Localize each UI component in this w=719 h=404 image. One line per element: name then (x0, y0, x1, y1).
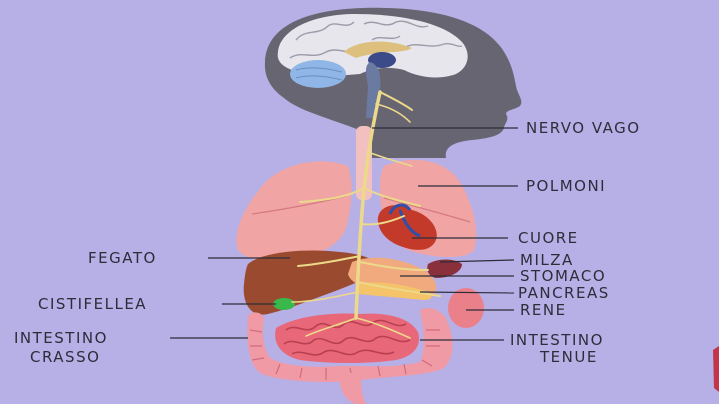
label-stomaco: STOMACO (520, 267, 606, 285)
label-pancreas: PANCREAS (518, 284, 610, 302)
label-intestino-tenue-line1: INTESTINO (510, 331, 604, 349)
cerebellum (290, 60, 346, 88)
gallbladder (273, 298, 295, 310)
kidney (448, 288, 484, 328)
label-polmoni: POLMONI (526, 177, 606, 195)
label-intestino-tenue-line2: TENUE (539, 348, 598, 366)
label-fegato: FEGATO (88, 249, 157, 267)
label-rene: RENE (520, 301, 567, 319)
edge-artifact (713, 346, 719, 392)
lung-left (236, 161, 351, 260)
label-nervo-vago: NERVO VAGO (526, 119, 641, 137)
label-cuore: CUORE (518, 229, 579, 247)
label-cistifellea: CISTIFELLEA (38, 295, 147, 313)
label-intestino-crasso-line1: INTESTINO (14, 329, 108, 347)
label-intestino-crasso-line2: CRASSO (30, 348, 100, 366)
